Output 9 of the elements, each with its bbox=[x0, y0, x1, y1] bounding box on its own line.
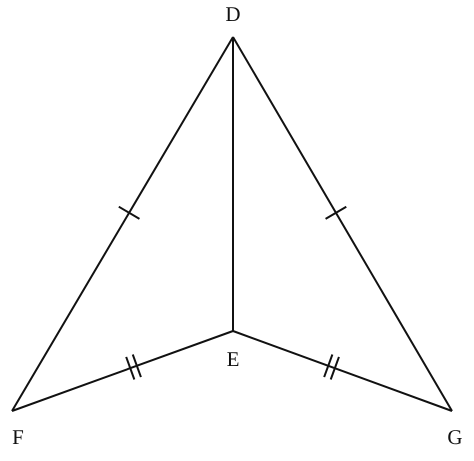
point-label: D bbox=[221, 4, 245, 26]
line-segment bbox=[11, 36, 234, 412]
point-label: F bbox=[6, 427, 30, 449]
point-label: E bbox=[221, 349, 245, 371]
line-segment bbox=[232, 36, 453, 412]
line-segment bbox=[12, 330, 234, 412]
point-label: G bbox=[443, 427, 467, 449]
line-segment bbox=[232, 330, 452, 412]
line-segment bbox=[232, 37, 234, 331]
